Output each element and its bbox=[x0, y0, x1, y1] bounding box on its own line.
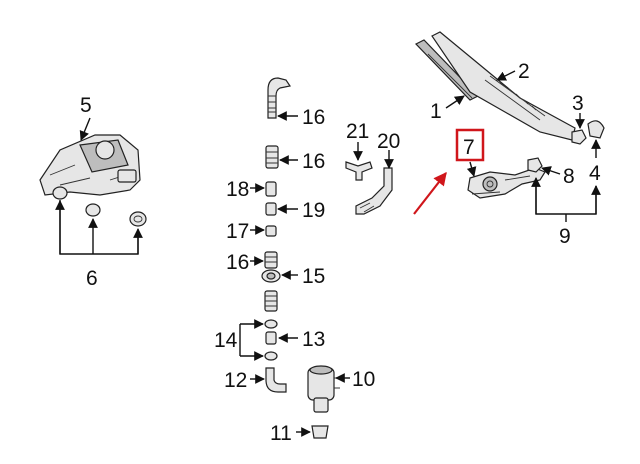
leader-line bbox=[79, 117, 91, 141]
callout-8: 8 bbox=[563, 165, 575, 188]
callout-4: 4 bbox=[589, 162, 601, 185]
callout-16-low: 16 bbox=[226, 251, 249, 274]
bracket-line bbox=[535, 186, 597, 215]
callout-21: 21 bbox=[346, 120, 369, 143]
leader-line bbox=[496, 70, 516, 81]
callout-16-mid: 16 bbox=[302, 150, 325, 173]
wiper-motor bbox=[39, 134, 141, 196]
washer-hose bbox=[267, 77, 291, 119]
tee-connector bbox=[345, 161, 373, 181]
hose-clip bbox=[265, 225, 277, 237]
nut bbox=[571, 129, 587, 145]
hose-fittings bbox=[264, 319, 278, 361]
callout-2: 2 bbox=[518, 60, 530, 83]
callout-7: 7 bbox=[463, 136, 475, 159]
highlight-arrow bbox=[413, 171, 447, 215]
highlight-box bbox=[455, 128, 485, 162]
washer-pump bbox=[307, 365, 340, 413]
callout-6: 6 bbox=[86, 267, 98, 290]
wiper-arm bbox=[431, 31, 576, 141]
washer-nozzle bbox=[355, 167, 393, 215]
leader-line bbox=[541, 166, 561, 176]
callout-20: 20 bbox=[377, 130, 400, 153]
callout-15: 15 bbox=[302, 265, 325, 288]
grommet bbox=[261, 269, 281, 283]
callout-5: 5 bbox=[80, 94, 92, 117]
callout-17: 17 bbox=[226, 220, 249, 243]
wiper-pivot bbox=[467, 167, 546, 199]
cap bbox=[587, 120, 605, 139]
callout-13: 13 bbox=[302, 328, 325, 351]
pivot-nut bbox=[527, 157, 543, 173]
callout-10: 10 bbox=[352, 368, 375, 391]
callout-3: 3 bbox=[572, 92, 584, 115]
callout-14: 14 bbox=[214, 329, 238, 352]
callout-12: 12 bbox=[224, 369, 247, 392]
leader-line bbox=[445, 95, 465, 109]
callout-19: 19 bbox=[302, 199, 325, 222]
check-valve bbox=[265, 181, 277, 197]
motor-grommet bbox=[52, 186, 147, 227]
leader-line bbox=[466, 161, 477, 177]
callout-16-top: 16 bbox=[302, 106, 325, 129]
pump-seal bbox=[311, 425, 329, 439]
hose-connector-lower bbox=[264, 251, 278, 269]
callout-9: 9 bbox=[559, 225, 571, 248]
hose-joint bbox=[265, 202, 277, 216]
hose-section bbox=[264, 290, 278, 312]
elbow-hose bbox=[265, 367, 287, 393]
hose-connector bbox=[265, 145, 279, 169]
callout-1: 1 bbox=[430, 100, 442, 123]
callout-11: 11 bbox=[270, 422, 292, 445]
callout-18: 18 bbox=[226, 178, 249, 201]
